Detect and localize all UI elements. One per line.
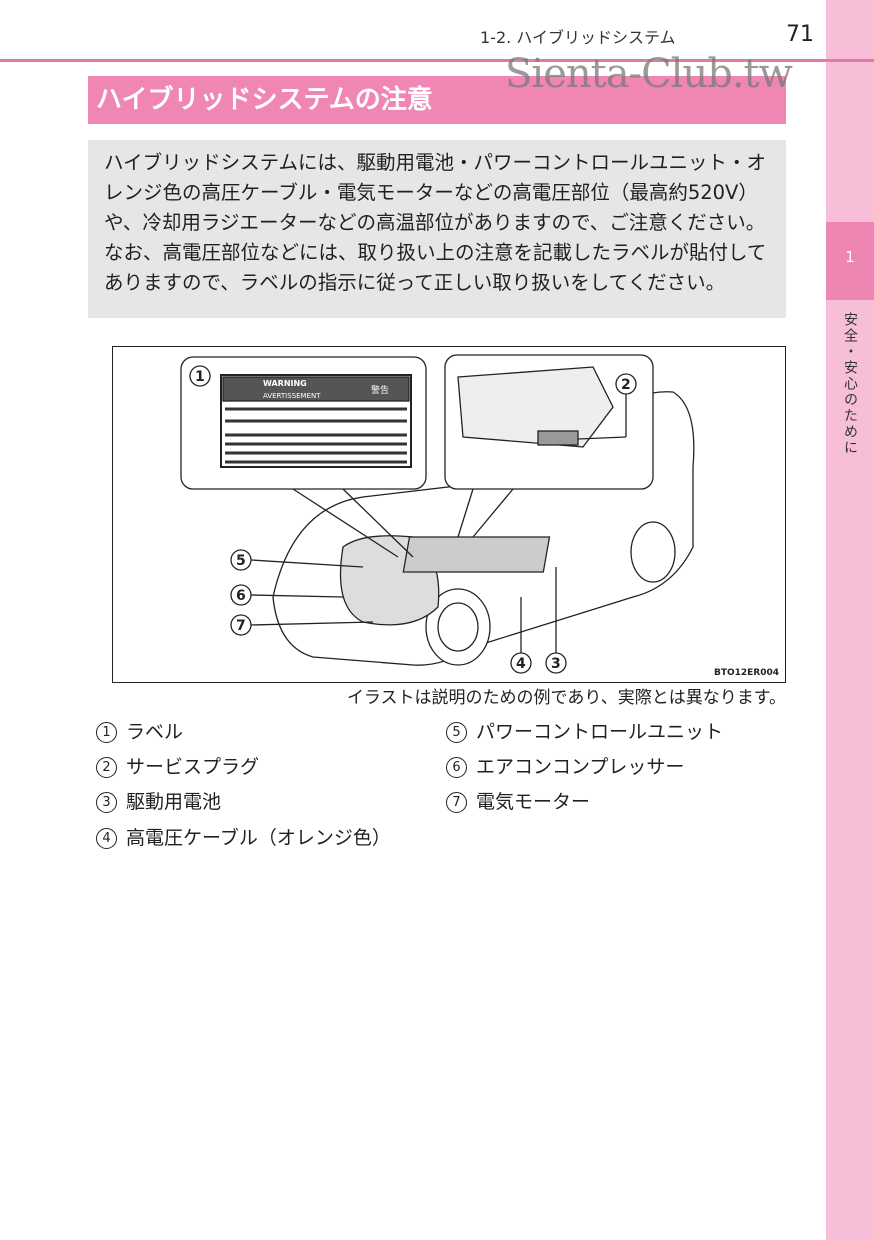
legend-text: 駆動用電池 bbox=[126, 791, 222, 813]
callout-7: 7 bbox=[236, 618, 246, 634]
label-avert-text: AVERTISSEMENT bbox=[263, 392, 321, 400]
service-plug bbox=[537, 430, 579, 446]
illustration-code: BTO12ER004 bbox=[713, 668, 779, 678]
legend-item: 4 高電圧ケーブル（オレンジ色） bbox=[96, 826, 391, 850]
front-wheel bbox=[425, 588, 491, 666]
callout-6: 6 bbox=[236, 588, 246, 604]
rear-wheel bbox=[630, 521, 676, 583]
legend-text: ラベル bbox=[126, 721, 184, 743]
chapter-title: 安全・安心のために bbox=[842, 312, 858, 456]
hybrid-system-illustration: WARNING AVERTISSEMENT 警告 1 2 3 4 5 6 7 B… bbox=[112, 346, 786, 683]
callout-3: 3 bbox=[551, 656, 561, 672]
notice-box: ハイブリッドシステムには、駆動用電池・パワーコントロールユニット・オレンジ色の高… bbox=[88, 140, 786, 318]
page-number: 71 bbox=[786, 22, 814, 47]
section-header: 1-2. ハイブリッドシステム bbox=[480, 28, 676, 47]
number-badge: 2 bbox=[96, 756, 117, 778]
chapter-number: 1 bbox=[845, 248, 855, 266]
number-badge: 5 bbox=[446, 721, 467, 743]
header-rule bbox=[0, 59, 874, 62]
legend-item: 3 駆動用電池 bbox=[96, 790, 221, 814]
callout-1: 1 bbox=[195, 369, 205, 385]
battery bbox=[402, 536, 551, 573]
legend-item: 6 エアコンコンプレッサー bbox=[446, 755, 684, 779]
page-title: ハイブリッドシステムの注意 bbox=[88, 76, 786, 124]
side-strip bbox=[826, 0, 874, 1240]
label-warning-jp: 警告 bbox=[371, 384, 389, 396]
number-badge: 6 bbox=[446, 756, 467, 778]
illustration-caption: イラストは説明のための例であり、実際とは異なります。 bbox=[346, 688, 786, 708]
legend-text: サービスプラグ bbox=[126, 756, 260, 778]
callout-4: 4 bbox=[516, 656, 526, 672]
legend-item: 5 パワーコントロールユニット bbox=[446, 720, 723, 744]
legend-text: エアコンコンプレッサー bbox=[476, 756, 685, 778]
chapter-tab[interactable]: 1 bbox=[826, 222, 874, 300]
label-warning-text: WARNING bbox=[263, 379, 307, 388]
watermark: Sienta-Club.tw bbox=[505, 51, 793, 97]
legend-item: 2 サービスプラグ bbox=[96, 755, 259, 779]
legend-item: 7 電気モーター bbox=[446, 790, 590, 814]
number-badge: 7 bbox=[446, 791, 467, 813]
legend-text: 電気モーター bbox=[476, 791, 591, 813]
legend-text: パワーコントロールユニット bbox=[476, 721, 724, 743]
legend-text: 高電圧ケーブル（オレンジ色） bbox=[126, 827, 391, 849]
callout-2: 2 bbox=[621, 377, 631, 393]
number-badge: 4 bbox=[96, 827, 117, 849]
number-badge: 3 bbox=[96, 791, 117, 813]
number-badge: 1 bbox=[96, 721, 117, 743]
callout-5: 5 bbox=[236, 553, 246, 569]
legend-item: 1 ラベル bbox=[96, 720, 183, 744]
